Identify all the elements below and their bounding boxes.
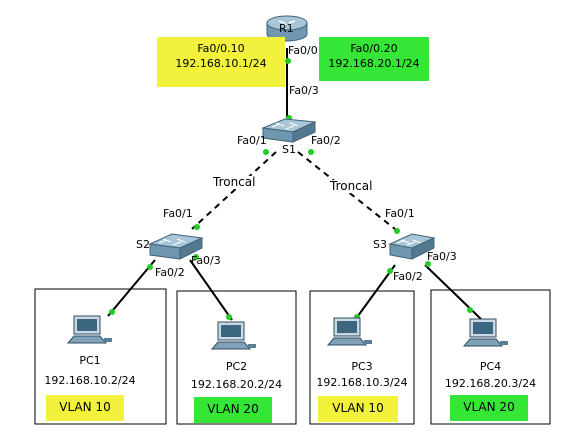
trunk-right-label: Troncal bbox=[328, 179, 375, 193]
pc4-name: PC4 bbox=[479, 360, 502, 373]
switch-s1-label: S1 bbox=[282, 143, 296, 156]
pc3-icon[interactable] bbox=[326, 317, 372, 346]
r1-port-fa03-label: Fa0/3 bbox=[289, 84, 319, 97]
s3-port-fa01-label: Fa0/1 bbox=[385, 207, 415, 220]
s3-port-fa03-label: Fa0/3 bbox=[427, 250, 457, 263]
pc1-icon[interactable] bbox=[66, 315, 112, 344]
pc2-vlan-badge: VLAN 20 bbox=[194, 397, 272, 423]
pc1-ip: 192.168.10.2/24 bbox=[44, 374, 136, 387]
port-indicators bbox=[109, 58, 473, 320]
subinterface-20-ip: 192.168.20.1/24 bbox=[328, 57, 420, 70]
pc3-ip: 192.168.10.3/24 bbox=[316, 376, 408, 389]
link-s3-pc4 bbox=[424, 264, 483, 321]
switch-s3-label: S3 bbox=[373, 238, 387, 251]
router-icon[interactable] bbox=[266, 15, 308, 42]
pc4-icon[interactable] bbox=[462, 318, 508, 347]
switch-s2-icon[interactable] bbox=[148, 233, 204, 260]
link-s2-pc2 bbox=[189, 259, 233, 321]
s3-port-fa02-label: Fa0/2 bbox=[393, 270, 423, 283]
pc2-name: PC2 bbox=[225, 360, 248, 373]
r1-port-fa00-label: Fa0/0 bbox=[288, 44, 318, 57]
pc1-vlan-badge: VLAN 10 bbox=[46, 395, 124, 421]
pc-boxes bbox=[34, 288, 551, 425]
switch-s1-icon[interactable] bbox=[261, 118, 317, 143]
trunk-left-label: Troncal bbox=[211, 175, 258, 189]
s2-port-fa03-label: Fa0/3 bbox=[191, 254, 221, 267]
pc2-box bbox=[176, 290, 297, 425]
router-r1-label: R1 bbox=[279, 22, 294, 35]
pc3-name: PC3 bbox=[351, 360, 373, 373]
s1-port-fa02-label: Fa0/2 bbox=[311, 134, 341, 147]
pc2-ip: 192.168.20.2/24 bbox=[190, 378, 283, 391]
s1-port-fa01-label: Fa0/1 bbox=[237, 134, 267, 147]
switch-s3-icon[interactable] bbox=[388, 233, 436, 260]
subinterface-20-name: Fa0/0.20 bbox=[350, 42, 398, 55]
pc2-icon[interactable] bbox=[210, 321, 256, 350]
pc4-vlan-badge: VLAN 20 bbox=[450, 395, 528, 421]
subinterface-10-box: Fa0/0.10 192.168.10.1/24 bbox=[157, 37, 285, 87]
s2-port-fa01-label: Fa0/1 bbox=[163, 207, 193, 220]
link-s3-pc3 bbox=[354, 264, 396, 321]
pc4-ip: 192.168.20.3/24 bbox=[444, 377, 537, 390]
subinterface-20-box: Fa0/0.20 192.168.20.1/24 bbox=[319, 37, 429, 81]
link-s1-s2-trunk bbox=[191, 151, 277, 230]
s2-port-fa02-label: Fa0/2 bbox=[155, 266, 185, 279]
pc1-name: PC1 bbox=[79, 354, 101, 367]
pc4-box bbox=[430, 289, 551, 425]
pc1-box bbox=[34, 288, 167, 425]
switch-s2-label: S2 bbox=[136, 238, 150, 251]
pc3-vlan-badge: VLAN 10 bbox=[318, 396, 398, 422]
subinterface-10-name: Fa0/0.10 bbox=[197, 42, 245, 55]
subinterface-10-ip: 192.168.10.1/24 bbox=[175, 57, 267, 70]
link-s2-pc1 bbox=[107, 259, 156, 317]
pc3-box bbox=[309, 290, 415, 425]
